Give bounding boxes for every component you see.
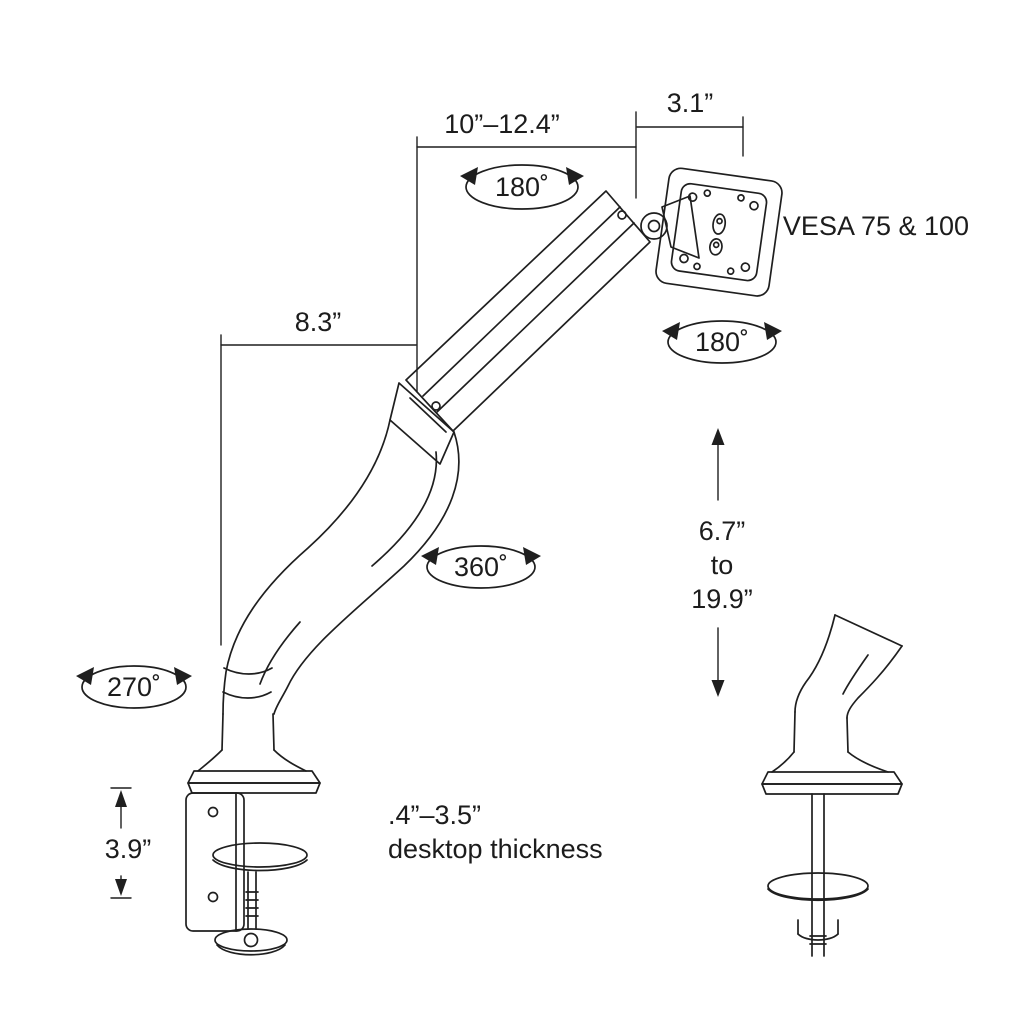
dim-clamp-height <box>110 787 132 899</box>
rotation-vesa-label: 180˚ <box>695 327 749 357</box>
dim-height-range <box>711 428 725 697</box>
desktop-thickness-range-label: .4”–3.5” <box>388 800 481 830</box>
rotation-top-label: 180˚ <box>495 172 549 202</box>
desk-clamp <box>185 792 308 956</box>
height-range-max-label: 19.9” <box>691 584 753 614</box>
height-range-min-label: 6.7” <box>699 516 746 546</box>
dim-vesa-offset-label: 3.1” <box>667 88 714 118</box>
rotation-mid-label: 360˚ <box>454 552 508 582</box>
base-column <box>187 713 321 794</box>
rotation-base-label: 270˚ <box>107 672 161 702</box>
desktop-thickness-text-label: desktop thickness <box>388 834 603 864</box>
vesa-plate-label: VESA 75 & 100 <box>783 211 969 241</box>
rotation-mid-ellipse <box>421 545 541 589</box>
height-range-to-label: to <box>711 550 734 580</box>
dim-clamp-height-label: 3.9” <box>105 834 152 864</box>
side-view-grommet-mount <box>761 614 903 957</box>
elbow-joint <box>389 382 455 465</box>
dim-upper-arm-label: 8.3” <box>295 307 342 337</box>
lower-arm <box>222 419 460 715</box>
rotation-vesa-ellipse <box>662 320 782 364</box>
dim-arm-extension-label: 10”–12.4” <box>444 109 560 139</box>
rotation-base-ellipse <box>76 665 192 709</box>
dim-vesa-offset <box>636 116 744 157</box>
dim-arm-extension <box>416 111 637 393</box>
rotation-top-ellipse <box>460 164 584 210</box>
upper-arm <box>405 190 651 432</box>
dim-upper-arm <box>220 334 417 646</box>
vesa-plate <box>655 167 783 297</box>
arm-top-joint <box>640 195 700 259</box>
